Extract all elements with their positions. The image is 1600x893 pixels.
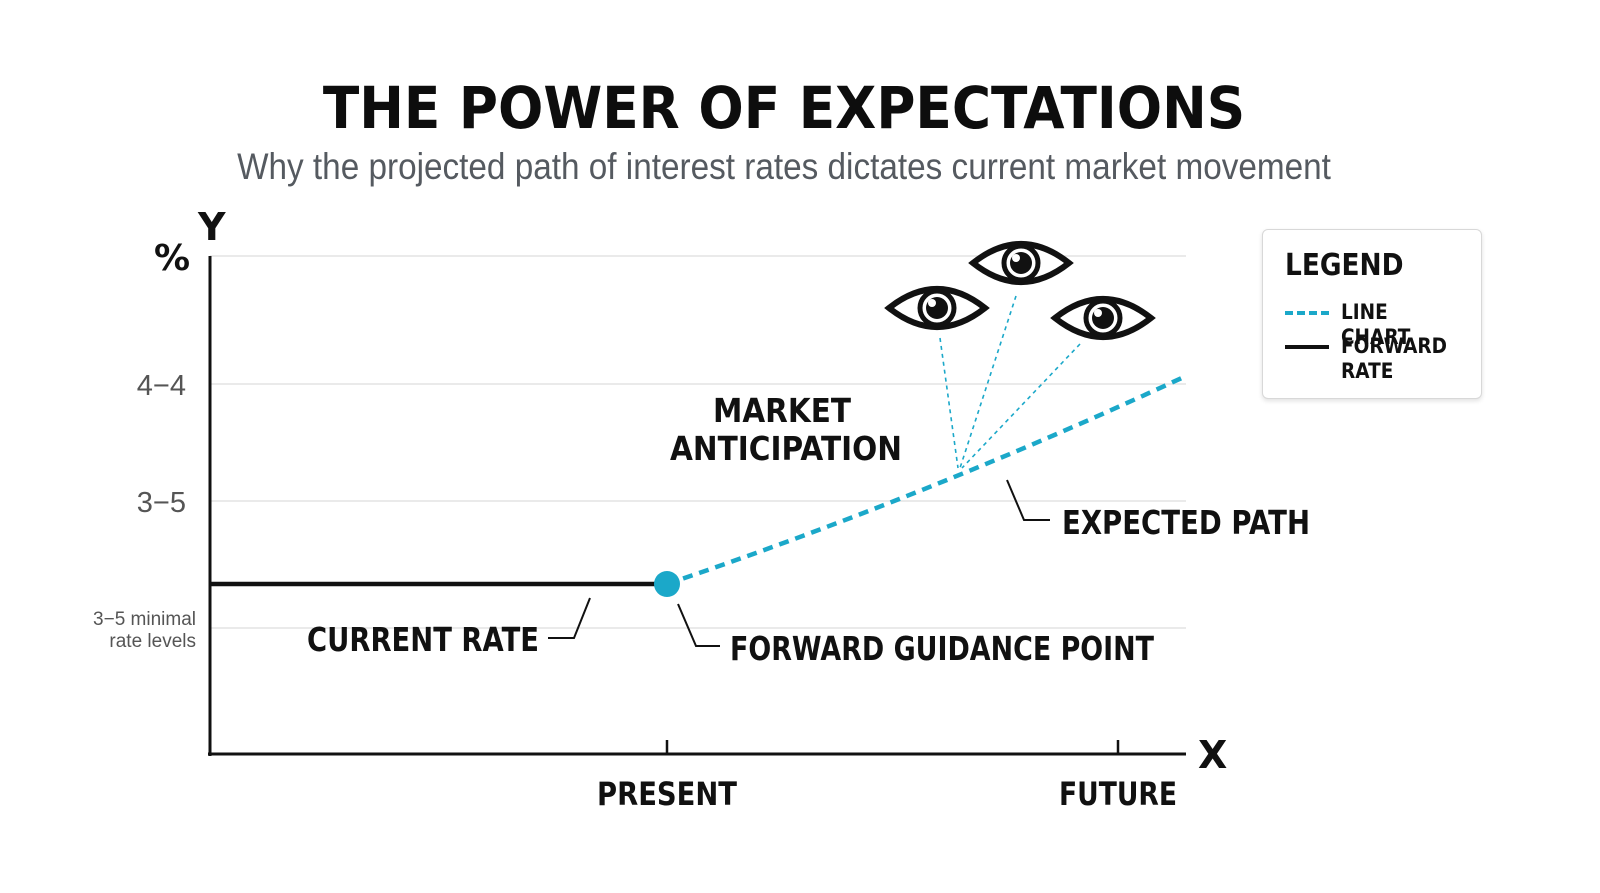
legend-label: LINE CHART — [1341, 300, 1411, 349]
current-rate-leader — [548, 597, 591, 639]
guidance-point-leader — [677, 603, 720, 647]
chart-legend: LEGEND LINE CHART FORWARD RATE — [1262, 229, 1482, 399]
chart-title: THE POWER OF EXPECTATIONS — [322, 74, 1246, 142]
x-tick-label-present: PRESENT — [597, 775, 737, 813]
y-axis-unit: % — [154, 238, 190, 279]
guidance-point-label: FORWARD GUIDANCE POINT — [730, 629, 1154, 668]
x-axis-letter: X — [1198, 733, 1227, 777]
series-expected-path — [666, 373, 1187, 587]
market-anticipation-label: MARKET — [713, 391, 851, 430]
eye-icon — [884, 286, 990, 330]
eye-icon — [1050, 296, 1156, 340]
legend-swatch-dashed — [1285, 311, 1329, 315]
legend-label-group: FORWARD RATE — [1341, 334, 1471, 384]
y-axis-letter: Y — [197, 205, 226, 249]
expected-path-label: EXPECTED PATH — [1062, 503, 1310, 542]
current-rate-label: CURRENT RATE — [307, 620, 539, 659]
legend-label: FORWARD — [1341, 334, 1447, 358]
y-minor-label: rate levels — [109, 631, 196, 652]
market-anticipation-label: ANTICIPATION — [670, 429, 902, 468]
legend-item-forward-rate: FORWARD RATE — [1285, 334, 1471, 384]
legend-item-line-chart: LINE CHART — [1285, 300, 1471, 350]
x-tick-label-future: FUTURE — [1059, 775, 1177, 813]
y-minor-label: 3−5 minimal — [93, 609, 196, 630]
chart-subtitle: Why the projected path of interest rates… — [237, 146, 1331, 187]
sight-lines — [939, 295, 1081, 469]
expected-path-leader — [1006, 479, 1050, 521]
eye-icon — [968, 241, 1074, 285]
y-tick-label: 4−4 — [137, 370, 186, 402]
forward-guidance-point — [654, 571, 680, 597]
legend-label: RATE — [1341, 359, 1394, 383]
y-tick-label: 3−5 — [137, 487, 186, 519]
legend-swatch-solid — [1285, 345, 1329, 349]
legend-title: LEGEND — [1285, 248, 1404, 283]
